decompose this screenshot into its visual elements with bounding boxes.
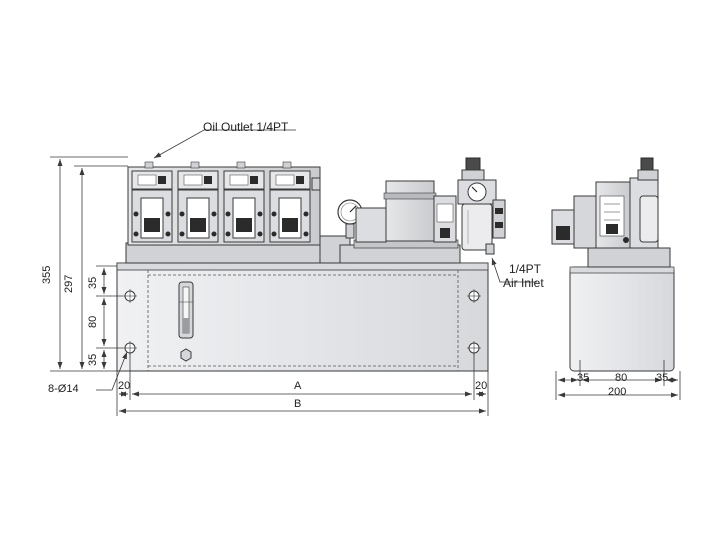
- dim-80-label: 80: [87, 315, 99, 328]
- dimension-lines-front: [50, 129, 537, 416]
- dim-a-label: A: [294, 380, 302, 392]
- drain-plug-icon: [180, 348, 192, 362]
- valve-2: [177, 161, 219, 243]
- side-components: [551, 157, 671, 268]
- side-200-label: 200: [608, 386, 627, 398]
- valve-1: [131, 161, 173, 243]
- mount-hole-bottom-left: [123, 341, 137, 355]
- dim-20-left-label: 20: [118, 380, 131, 392]
- valve-3: [223, 161, 265, 243]
- gauge-icon: [319, 199, 363, 264]
- dim-b-label: B: [294, 398, 302, 410]
- valve-4: [269, 161, 311, 243]
- tank-side: [569, 266, 675, 372]
- air-filter-regulator: [457, 157, 506, 255]
- dim-35-bottom-label: 35: [87, 353, 99, 366]
- oil-outlet-label: Oil Outlet 1/4PT: [203, 120, 289, 134]
- side-35-right-label: 35: [656, 372, 669, 384]
- dimension-lines-side: [555, 360, 681, 400]
- dim-35-top-label: 35: [87, 276, 99, 289]
- valve-end-plate: [311, 177, 321, 191]
- air-inlet-label: Air Inlet: [503, 276, 544, 290]
- holes-label: 8-Ø14: [48, 383, 79, 395]
- dim-355-label: 355: [41, 265, 53, 284]
- dim-297-label: 297: [63, 274, 75, 293]
- tank-front: [116, 262, 489, 372]
- level-gauge-icon: [178, 281, 194, 339]
- mount-hole-top-left: [123, 289, 137, 303]
- side-80-label: 80: [615, 372, 628, 384]
- air-inlet-size-label: 1/4PT: [509, 262, 542, 276]
- dim-20-right-label: 20: [475, 380, 488, 392]
- mount-hole-top-right: [467, 289, 481, 303]
- side-35-left-label: 35: [577, 372, 590, 384]
- pump-motor: [339, 180, 461, 264]
